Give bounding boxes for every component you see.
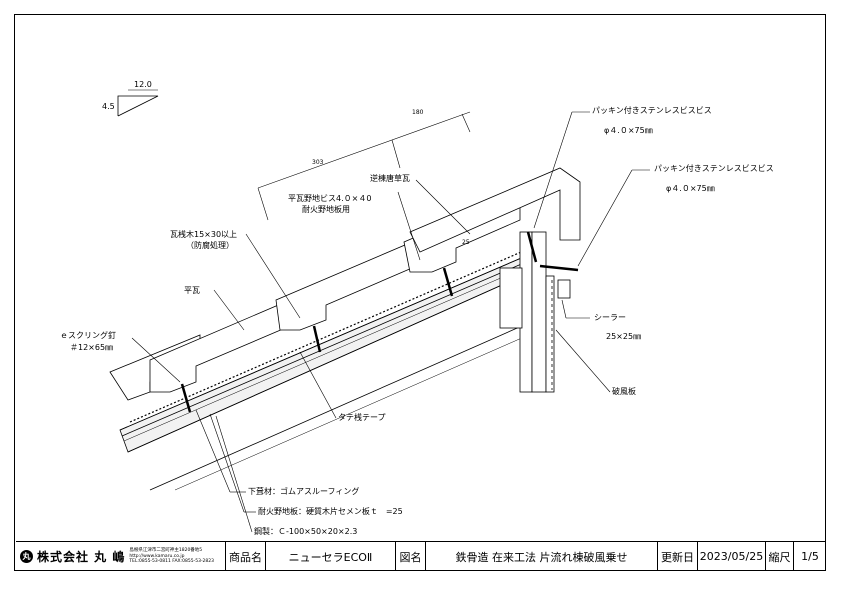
scale-value: 1/5 [801,550,819,563]
label-flat-tile: 平瓦 [184,286,200,295]
dim-label-c: 25 [462,239,470,246]
ridge-tile [409,167,581,253]
label-steel: 鋼製：Ｃ-100×50×20×2.3 [254,527,358,536]
slope-run-label: 12.0 [134,80,152,89]
drawing-frame [14,14,826,571]
label-flat-tile-screw-sub: 耐火野地板用 [302,205,350,214]
packing-screw-1 [526,231,538,263]
product-label: 商品名 [226,542,266,571]
updated-label: 更新日 [658,542,698,571]
scale-label: 縮尺 [766,542,794,571]
flat-tile-screw-1 [312,325,322,353]
drawing-name-value: 鉄骨造 在来工法 片流れ棟破風乗せ [426,542,658,571]
drawing-name-label: 図名 [396,542,426,571]
roof-section-drawing [109,89,650,533]
label-tate-tape: タテ桟テープ [338,413,386,422]
rafter-lower-line [149,317,541,491]
label-sealer: シーラー [594,313,626,322]
label-packing-screw-1-size: φ４.０×75㎜ [604,126,653,135]
updated-value: 2023/05/25 [698,542,766,571]
dim-label-a: 180 [412,109,424,116]
label-ring-nail-size: ＃12×65㎜ [70,343,114,352]
company-address: 島根県江津市二宮町神主1820番地5 http://www.kamaru.co.… [129,548,215,565]
label-packing-screw-2-size: φ４.０×75㎜ [666,184,715,193]
sealer [557,279,571,299]
label-flat-tile-screw: 平瓦野地ビス4.０×４0 [288,194,372,203]
flat-tile-screw-2 [442,267,454,297]
label-sheathing: 耐火野地板：硬質木片セメン板ｔ =25 [258,507,403,516]
company-logo-cell: 丸 株式会社 丸 嶋 島根県江津市二宮町神主1820番地5 http://www… [16,542,226,571]
company-mark-icon: 丸 [20,550,33,563]
label-barge-board: 破風板 [612,387,636,396]
label-underlay: 下葺材：ゴムアスルーフィング [248,487,360,496]
slope-rise-label: 4.5 [102,102,115,111]
label-ring-nail: ｅスクリング釘 [60,331,116,340]
label-ridge-tile: 逆棟唐草瓦 [370,174,410,183]
dim-label-b: 303 [312,159,324,166]
label-packing-screw-2: パッキン付きステンレスビスビス [654,164,774,173]
company-name: 株式会社 丸 嶋 [37,550,126,564]
title-block: 丸 株式会社 丸 嶋 島根県江津市二宮町神主1820番地5 http://www… [16,541,826,571]
product-value: ニューセラECOⅡ [266,542,396,571]
ring-nail-screw [180,383,192,413]
label-batten: 瓦桟木15×30以上 [170,230,238,239]
label-packing-screw-1: パッキン付きステンレスビスビス [592,106,712,115]
dimension-line-top [257,111,471,189]
barge-board [545,275,555,393]
slope-triangle [117,95,159,117]
packing-screw-2 [539,264,579,272]
label-batten-sub: （防腐処理） [186,241,234,250]
label-sealer-size: 25×25㎜ [606,332,642,341]
